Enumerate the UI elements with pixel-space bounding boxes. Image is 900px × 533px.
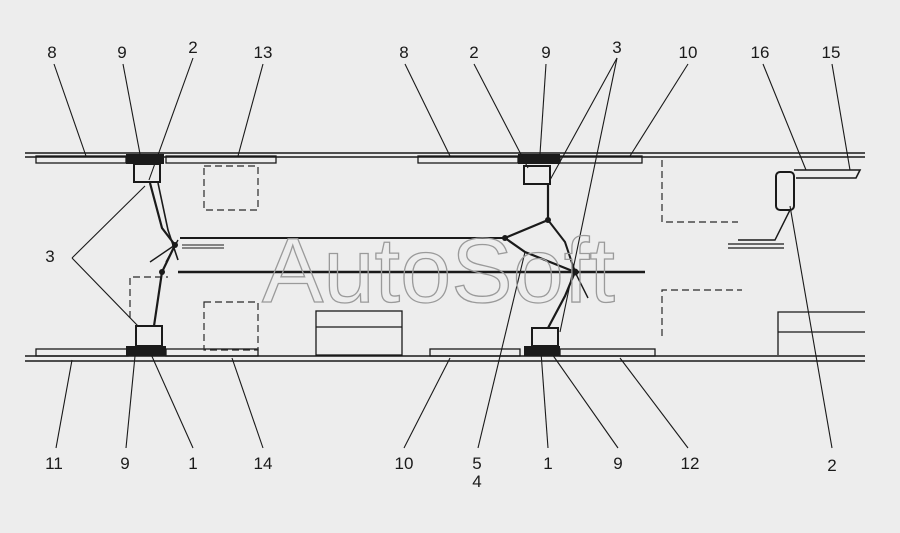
callout-top-11: 15	[822, 43, 841, 62]
sensor-rear-left	[518, 154, 560, 185]
callout-top-5: 8	[399, 43, 408, 62]
sensor-front-left	[126, 154, 164, 183]
callout-top-6: 2	[469, 43, 478, 62]
solid-boxes	[315, 310, 865, 356]
callout-top-10: 16	[751, 43, 770, 62]
callout-top-2: 9	[117, 43, 126, 62]
rear-connector	[728, 169, 862, 249]
callout-top-7: 9	[541, 43, 550, 62]
callout-bottom-3: 1	[188, 454, 197, 473]
sensor-rear-right	[524, 327, 560, 356]
callout-bottom-4: 14	[254, 454, 273, 473]
callout-bottom-9: 9	[613, 454, 622, 473]
callout-bottom-2: 9	[120, 454, 129, 473]
callout-bottom-7: 4	[472, 472, 481, 491]
callout-bottom-8: 1	[543, 454, 552, 473]
bottom-rail	[25, 355, 865, 362]
callout-top-9: 10	[679, 43, 698, 62]
callout-bottom-11: 2	[827, 456, 836, 475]
leader-lines	[53, 57, 851, 449]
callout-top-3: 2	[188, 38, 197, 57]
dashed-outlines	[129, 160, 742, 351]
callouts-bottom: 11 9 1 14 10 5 4 1 9 12 2	[45, 454, 837, 491]
callout-top-4: 13	[254, 43, 273, 62]
wire-harness	[148, 182, 645, 329]
watermark-text: AutoSoft	[262, 220, 615, 322]
callout-bottom-10: 12	[681, 454, 700, 473]
callout-bottom-1: 11	[45, 454, 63, 473]
sensor-front-right	[126, 325, 166, 356]
callout-bottom-5: 10	[395, 454, 414, 473]
top-rail	[25, 152, 865, 158]
callout-bottom-6: 5	[472, 454, 481, 473]
callout-left: 3	[45, 247, 54, 266]
callouts-top: 8 9 2 13 8 2 9 3 10 16 15	[47, 38, 840, 62]
callout-top-8: 3	[612, 38, 621, 57]
callout-top-1: 8	[47, 43, 56, 62]
